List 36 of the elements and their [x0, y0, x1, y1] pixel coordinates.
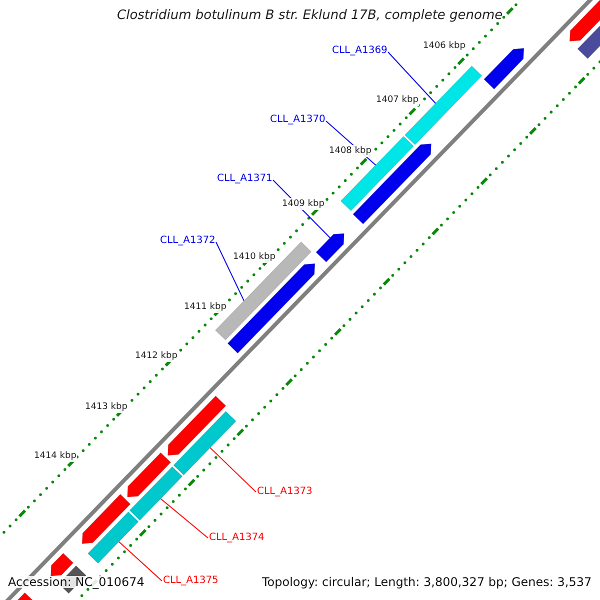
scale-label: 1410 kbp	[232, 251, 276, 263]
gene-feature	[484, 48, 524, 90]
title: Clostridium botulinum B str. Eklund 17B, complete genome	[117, 10, 503, 22]
scale-label: 1406 kbp	[422, 40, 466, 52]
gene-feature	[87, 511, 139, 564]
leader-line	[388, 52, 436, 104]
scale-label: 1409 kbp	[281, 198, 326, 210]
scale-label: 1412 kbp	[134, 350, 178, 362]
gene-label: CLL_A1370	[270, 114, 326, 126]
gene-feature	[352, 143, 432, 224]
leader-line	[118, 541, 162, 582]
leader-line	[210, 447, 256, 492]
gene-feature	[167, 396, 226, 456]
leader-line	[216, 242, 244, 302]
scale-label: 1414 kbp	[33, 450, 78, 462]
gene-feature	[127, 452, 172, 498]
gene-label: CLL_A1371	[217, 173, 272, 185]
leader-line	[160, 498, 208, 538]
scale-label: 1411 kbp	[183, 301, 228, 313]
gene-feature	[569, 0, 600, 42]
gene-label: CLL_A1373	[257, 486, 312, 498]
gene-feature	[129, 466, 183, 521]
scale-label: 1407 kbp	[375, 94, 420, 106]
gene-feature	[82, 494, 131, 544]
gene-feature	[404, 66, 482, 146]
gene-feature	[173, 410, 236, 476]
gene-label: CLL_A1375	[163, 575, 218, 587]
scale-label: 1413 kbp	[84, 401, 128, 413]
footer-text: Accession: NC_010674	[8, 576, 144, 588]
footer-text: Topology: circular; Length: 3,800,327 bp; Genes: 3,537	[262, 576, 592, 588]
gene-label: CLL_A1374	[209, 532, 264, 544]
gene-label: CLL_A1372	[160, 235, 216, 247]
gene-label: CLL_A1369	[332, 45, 388, 57]
scale-label: 1408 kbp	[328, 145, 372, 157]
gene-feature	[316, 233, 344, 262]
gene-feature	[227, 263, 316, 354]
